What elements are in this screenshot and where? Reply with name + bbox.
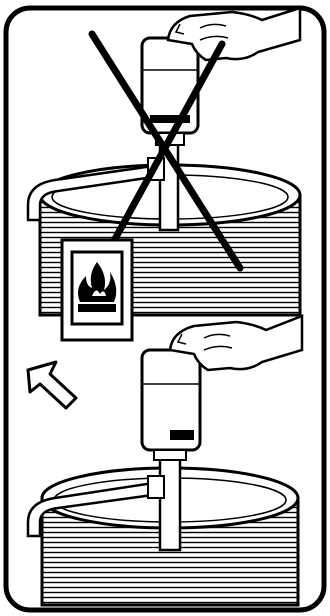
flammable-sign: [62, 240, 132, 340]
pump-motor-bottom: [142, 350, 200, 460]
hose-fitting-bottom: [148, 476, 164, 498]
